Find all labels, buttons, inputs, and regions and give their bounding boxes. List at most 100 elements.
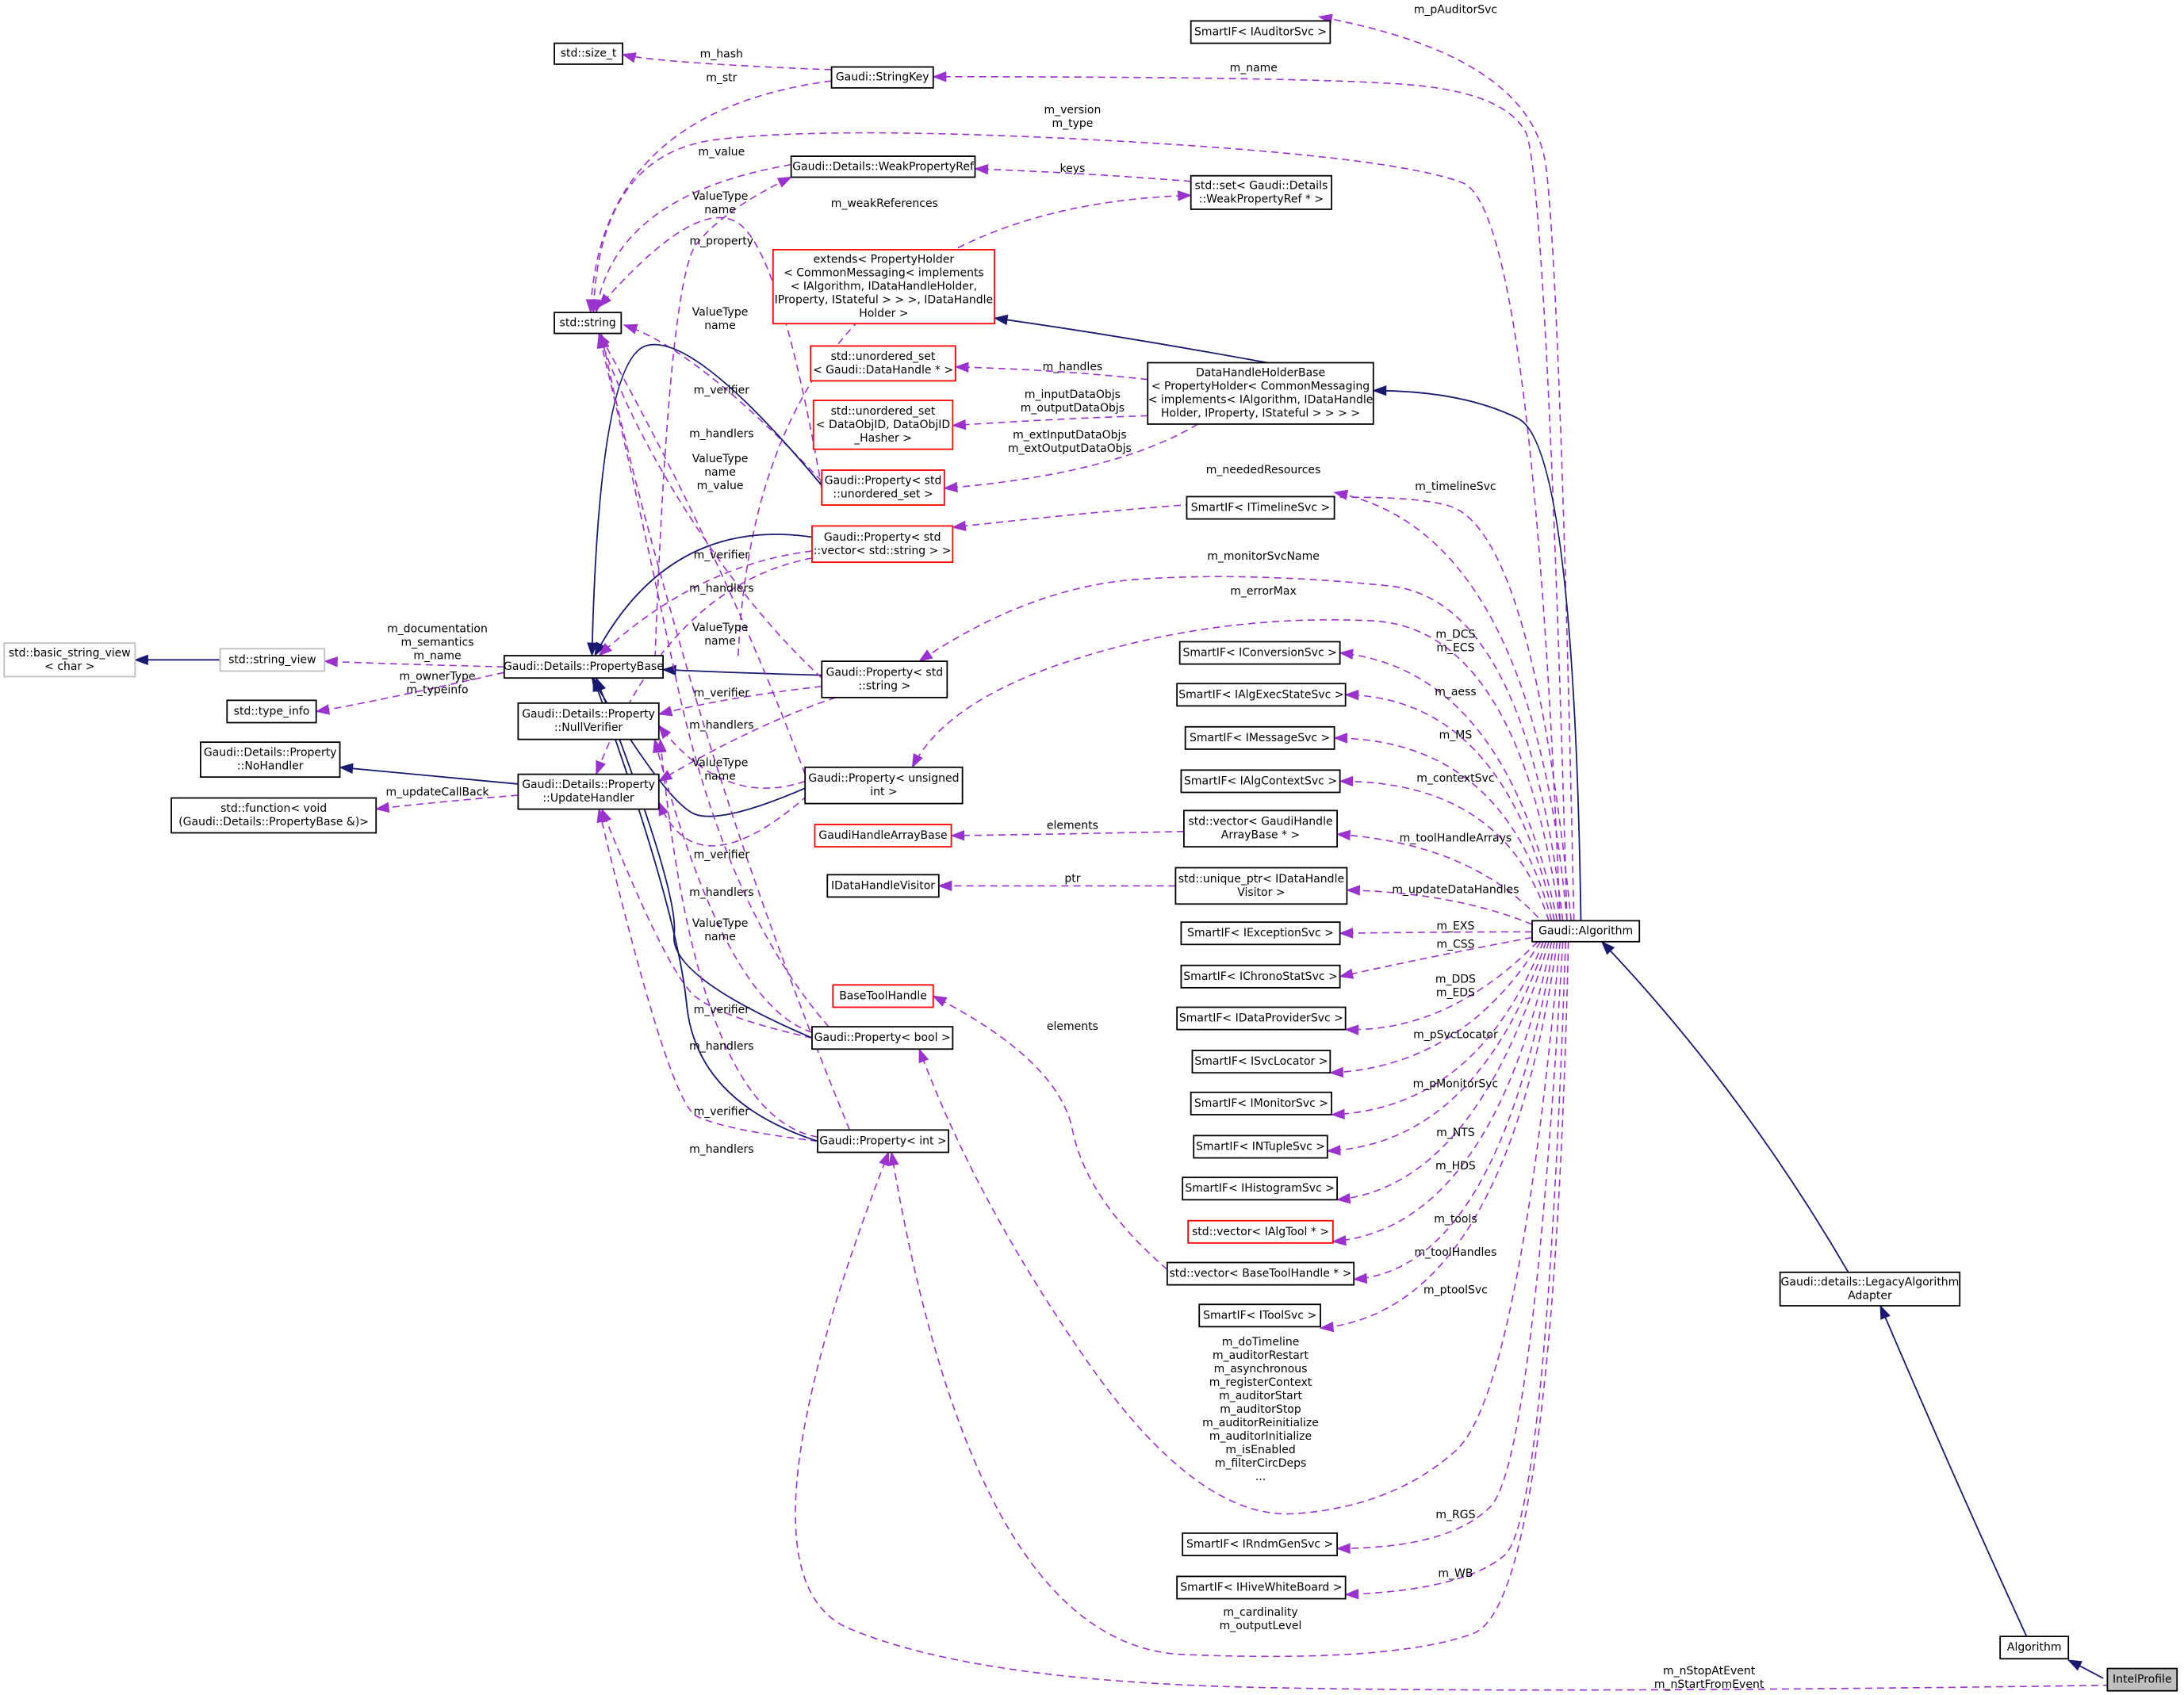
node-set-weak[interactable]: std::set< Gaudi::Details::WeakPropertyRe… — [1190, 174, 1332, 210]
usage-edge — [592, 132, 1561, 921]
node-gaudi-algorithm[interactable]: Gaudi::Algorithm — [1531, 920, 1641, 943]
edge-label-line: m_tools — [1434, 1213, 1477, 1226]
node-type-info[interactable]: std::type_info — [226, 699, 317, 724]
node-base-tool-handle[interactable]: BaseToolHandle — [832, 984, 934, 1008]
usage-edge — [1331, 941, 1544, 1115]
node-smartif-timeline[interactable]: SmartIF< ITimelineSvc > — [1186, 495, 1335, 520]
node-smartif-ntuple[interactable]: SmartIF< INTupleSvc > — [1193, 1134, 1328, 1159]
node-handle-array-base[interactable]: GaudiHandleArrayBase — [814, 824, 952, 848]
node-size-t[interactable]: std::size_t — [554, 42, 624, 65]
node-label: ::string > — [858, 679, 910, 692]
node-property-string[interactable]: Gaudi::Property< std::string > — [821, 660, 948, 698]
node-property-int[interactable]: Gaudi::Property< int > — [817, 1129, 949, 1154]
edge-label-line: m_neededResources — [1206, 464, 1321, 476]
edge-label-line: m_filterCircDeps — [1215, 1457, 1307, 1470]
edge-label-m-handlers-3: m_handlers — [689, 719, 753, 732]
arrowhead — [587, 642, 598, 657]
edge-label-m-neededresources: m_neededResources — [1206, 464, 1321, 476]
inheritance-edge — [662, 668, 822, 676]
node-smartif-monitor[interactable]: SmartIF< IMonitorSvc > — [1190, 1091, 1332, 1115]
node-weak-property-ref[interactable]: Gaudi::Details::WeakPropertyRef — [790, 155, 976, 178]
node-property-base[interactable]: Gaudi::Details::PropertyBase — [503, 655, 664, 679]
node-smartif-rndmgen[interactable]: SmartIF< IRndmGenSvc > — [1182, 1532, 1339, 1556]
node-intel-profile[interactable]: IntelProfile — [2106, 1667, 2178, 1692]
node-smartif-chronostat[interactable]: SmartIF< IChronoStatSvc > — [1180, 964, 1341, 989]
arrowhead — [1177, 190, 1193, 201]
node-unordered-set-objid[interactable]: std::unordered_set< DataObjID, DataObjID… — [812, 400, 954, 450]
node-no-handler[interactable]: Gaudi::Details::Property::NoHandler — [200, 741, 341, 779]
node-property-bool[interactable]: Gaudi::Property< bool > — [811, 1026, 954, 1050]
inheritance-edge — [1373, 389, 1582, 921]
edge-label-line: m_outputLevel — [1220, 1620, 1302, 1632]
usage-edge — [1319, 16, 1575, 921]
edge-label-m-pauditorsvc: m_pAuditorSvc — [1414, 3, 1497, 16]
node-extends-holder[interactable]: extends< PropertyHolder< CommonMessaging… — [772, 249, 995, 325]
node-smartif-message[interactable]: SmartIF< IMessageSvc > — [1184, 725, 1335, 750]
node-smartif-auditor[interactable]: SmartIF< IAuditorSvc > — [1190, 20, 1331, 44]
edge-label-line: m_nStopAtEvent — [1663, 1665, 1756, 1678]
node-string-view[interactable]: std::string_view — [219, 648, 326, 672]
arrowhead — [596, 808, 607, 824]
node-label: Gaudi::Property< std — [825, 475, 942, 488]
edge-label-line: m_EXS — [1436, 920, 1474, 932]
node-label: SmartIF< IAlgExecStateSvc > — [1178, 688, 1343, 701]
arrowhead — [323, 656, 339, 668]
edge-label-m-aess: m_aess — [1435, 686, 1476, 698]
node-property-vector-string[interactable]: Gaudi::Property< std::vector< std::strin… — [811, 525, 954, 564]
node-label: Gaudi::Property< std — [826, 666, 943, 679]
edge-label-line: m_HDS — [1435, 1160, 1476, 1173]
node-basic-string-view[interactable]: std::basic_string_view< char > — [3, 642, 136, 678]
node-string-key[interactable]: Gaudi::StringKey — [830, 66, 934, 89]
node-unordered-set-handle[interactable]: std::unordered_set< Gaudi::DataHandle * … — [810, 345, 956, 382]
node-smartif-algcontext[interactable]: SmartIF< IAlgContextSvc > — [1180, 769, 1341, 794]
node-null-verifier[interactable]: Gaudi::Details::Property::NullVerifier — [517, 702, 660, 740]
usage-edge — [324, 660, 504, 668]
node-smartif-tool[interactable]: SmartIF< IToolSvc > — [1198, 1303, 1321, 1328]
node-smartif-dataprovider[interactable]: SmartIF< IDataProviderSvc > — [1176, 1006, 1347, 1031]
node-smartif-hivewhiteboard[interactable]: SmartIF< IHiveWhiteBoard > — [1176, 1575, 1347, 1600]
arrowhead — [598, 293, 612, 308]
arrowhead — [1339, 775, 1354, 787]
node-update-handler[interactable]: Gaudi::Details::Property::UpdateHandler — [517, 773, 660, 810]
node-data-handle-holder-base[interactable]: DataHandleHolderBase< PropertyHolder< Co… — [1147, 362, 1374, 425]
edge-label-line: m_timelineSvc — [1415, 480, 1496, 493]
node-smartif-algexecstate[interactable]: SmartIF< IAlgExecStateSvc > — [1176, 683, 1347, 707]
node-label: SmartIF< IRndmGenSvc > — [1186, 1538, 1333, 1551]
edge-label-elements-1: elements — [1047, 820, 1098, 832]
node-smartif-exception[interactable]: SmartIF< IExceptionSvc > — [1180, 921, 1341, 946]
usage-edge — [589, 80, 832, 313]
edge-label-line: m_version — [1044, 104, 1101, 117]
node-smartif-conversion[interactable]: SmartIF< IConversionSvc > — [1178, 641, 1341, 665]
edge-label-m-rgs: m_RGS — [1435, 1509, 1475, 1521]
node-property-unordered-set[interactable]: Gaudi::Property< std::unordered_set > — [821, 469, 945, 506]
node-std-string[interactable]: std::string — [554, 312, 623, 335]
edge-label-line: m_handlers — [689, 427, 753, 440]
node-label: ::WeakPropertyRef * > — [1199, 193, 1324, 205]
node-algorithm[interactable]: Algorithm — [1999, 1636, 2070, 1660]
node-label: Gaudi::Details::Property — [204, 747, 337, 759]
arrowhead — [339, 763, 354, 774]
node-label: SmartIF< IAuditorSvc > — [1194, 25, 1327, 38]
edge-label-line: ValueType — [692, 757, 749, 770]
node-vector-basetoolhandle[interactable]: std::vector< BaseToolHandle * > — [1166, 1261, 1355, 1286]
edge-label-m-wb: m_WB — [1438, 1567, 1473, 1580]
node-vector-algtool[interactable]: std::vector< IAlgTool * > — [1187, 1219, 1334, 1244]
edge-label-m-toolhandles: m_toolHandles — [1415, 1246, 1497, 1259]
edge-label-m-value: m_value — [698, 146, 745, 159]
usage-edge — [598, 333, 822, 679]
arrowhead — [599, 333, 610, 349]
node-idatahandle-visitor[interactable]: IDataHandleVisitor — [826, 874, 940, 898]
usage-edge — [623, 324, 822, 482]
node-smartif-histogram[interactable]: SmartIF< IHistogramSvc > — [1182, 1177, 1339, 1201]
node-unique-ptr-visitor[interactable]: std::unique_ptr< IDataHandleVisitor > — [1174, 867, 1348, 905]
node-std-function[interactable]: std::function< void(Gaudi::Details::Prop… — [171, 797, 377, 834]
node-smartif-svclocator[interactable]: SmartIF< ISvcLocator > — [1191, 1050, 1331, 1074]
edge-label-ptr: ptr — [1064, 873, 1080, 886]
node-vector-handle-array[interactable]: std::vector< GaudiHandleArrayBase * > — [1183, 809, 1339, 848]
node-label: std::string — [560, 316, 616, 329]
arrowhead — [374, 802, 390, 813]
edge-label-m-verifier-2: m_verifier — [694, 549, 750, 561]
edge-label-m-name: m_name — [1230, 62, 1278, 75]
